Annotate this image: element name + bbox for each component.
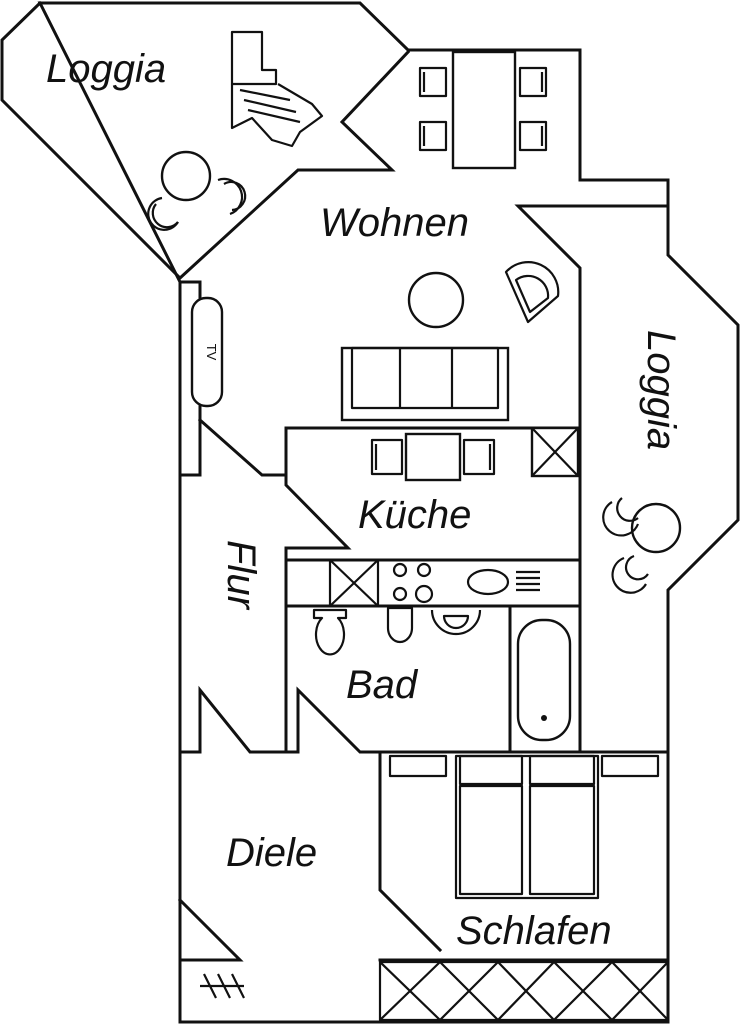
label-diele: Diele <box>226 831 317 875</box>
label-loggia-top: Loggia <box>46 47 166 91</box>
label-wohnen: Wohnen <box>320 201 469 245</box>
wardrobe <box>378 960 670 1022</box>
kitchen-table <box>370 432 496 482</box>
double-bed <box>388 754 660 900</box>
outer-wall <box>37 1 740 1024</box>
kitchen-counter <box>284 558 582 608</box>
wall-flur-lower <box>178 685 288 754</box>
dining-table <box>418 50 548 170</box>
armchair <box>504 261 560 324</box>
label-flur: Flur <box>219 540 263 611</box>
loggia-top-outline <box>0 0 411 281</box>
label-loggia-right: Loggia <box>639 330 683 450</box>
tv-unit: TV <box>190 296 224 408</box>
bathroom-fixtures <box>312 606 572 742</box>
wall-diele-west <box>177 897 244 962</box>
meter-symbol <box>200 973 245 999</box>
wall-flur-diagonal <box>197 417 288 477</box>
loggia-top-seating <box>147 150 247 231</box>
label-bad: Bad <box>346 663 419 707</box>
wall-kueche-west <box>284 426 352 754</box>
kitchen-cabinet <box>530 426 580 478</box>
wall-bad-lower <box>284 686 670 754</box>
loggia-right-seating <box>602 497 682 594</box>
sofa <box>340 346 510 422</box>
wohnen-round-table <box>407 271 465 329</box>
label-kueche: Küche <box>358 493 471 537</box>
label-schlafen: Schlafen <box>456 909 612 953</box>
wall-diele-east <box>378 750 443 953</box>
plant-sketch <box>230 30 324 148</box>
counter-appliances <box>328 558 540 608</box>
tv-label: TV <box>204 344 219 361</box>
